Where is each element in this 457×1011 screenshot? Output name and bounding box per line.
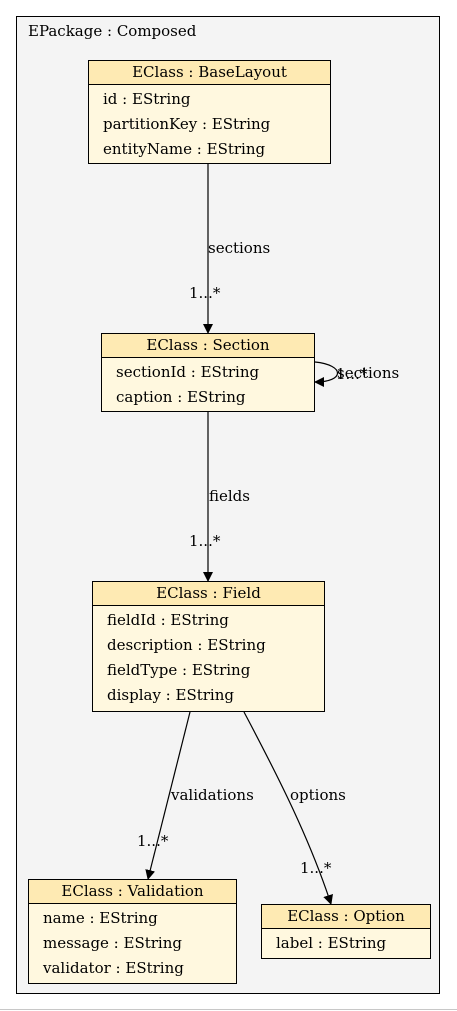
attribute: sectionId : EString: [116, 363, 260, 381]
attribute: display : EString: [107, 686, 234, 704]
multiplicity-field-validations: 1...*: [137, 832, 169, 850]
class-baselayout[interactable]: EClass : BaseLayout id : EString partiti…: [88, 60, 331, 164]
attribute-list: fieldId : EString description : EString …: [93, 606, 324, 708]
attribute-list: id : EString partitionKey : EString enti…: [89, 85, 330, 162]
attribute: fieldId : EString: [107, 611, 229, 629]
attribute: entityName : EString: [103, 140, 266, 158]
attribute: partitionKey : EString: [103, 115, 271, 133]
multiplicity-field-options: 1...*: [300, 859, 332, 877]
package-frame: [16, 16, 440, 994]
reference-name-section-sections: sections: [337, 364, 400, 382]
class-title: EClass : Field: [93, 582, 324, 606]
reference-name-field-validations: validations: [171, 786, 254, 804]
multiplicity-section-sections: 1...*: [336, 365, 368, 383]
class-validation[interactable]: EClass : Validation name : EString messa…: [28, 879, 237, 984]
reference-name-field-options: options: [290, 786, 346, 804]
class-title: EClass : BaseLayout: [89, 61, 330, 85]
edge-section-sections: [314, 361, 338, 387]
multiplicity-base-sections: 1...*: [189, 284, 221, 302]
reference-name-section-fields: fields: [209, 487, 250, 505]
attribute-list: name : EString message : EString validat…: [29, 904, 236, 981]
attribute: description : EString: [107, 636, 266, 654]
attribute-list: sectionId : EString caption : EString: [102, 358, 314, 410]
class-title: EClass : Validation: [29, 880, 236, 904]
edge-field-validations: [145, 711, 191, 880]
edge-field-options: [243, 711, 333, 905]
attribute: caption : EString: [116, 388, 246, 406]
package-title: EPackage : Composed: [28, 22, 197, 40]
attribute: fieldType : EString: [107, 661, 251, 679]
class-option[interactable]: EClass : Option label : EString: [261, 904, 431, 959]
class-section[interactable]: EClass : Section sectionId : EString cap…: [101, 333, 315, 412]
attribute: validator : EString: [43, 959, 184, 977]
attribute-list: label : EString: [262, 929, 430, 956]
class-title: EClass : Section: [102, 334, 314, 358]
attribute: id : EString: [103, 90, 191, 108]
attribute: message : EString: [43, 934, 182, 952]
bottom-divider: [0, 1009, 457, 1010]
attribute: name : EString: [43, 909, 158, 927]
reference-name-base-sections: sections: [208, 239, 271, 257]
multiplicity-section-fields: 1...*: [189, 532, 221, 550]
class-field[interactable]: EClass : Field fieldId : EString descrip…: [92, 581, 325, 712]
attribute: label : EString: [276, 934, 387, 952]
class-title: EClass : Option: [262, 905, 430, 929]
